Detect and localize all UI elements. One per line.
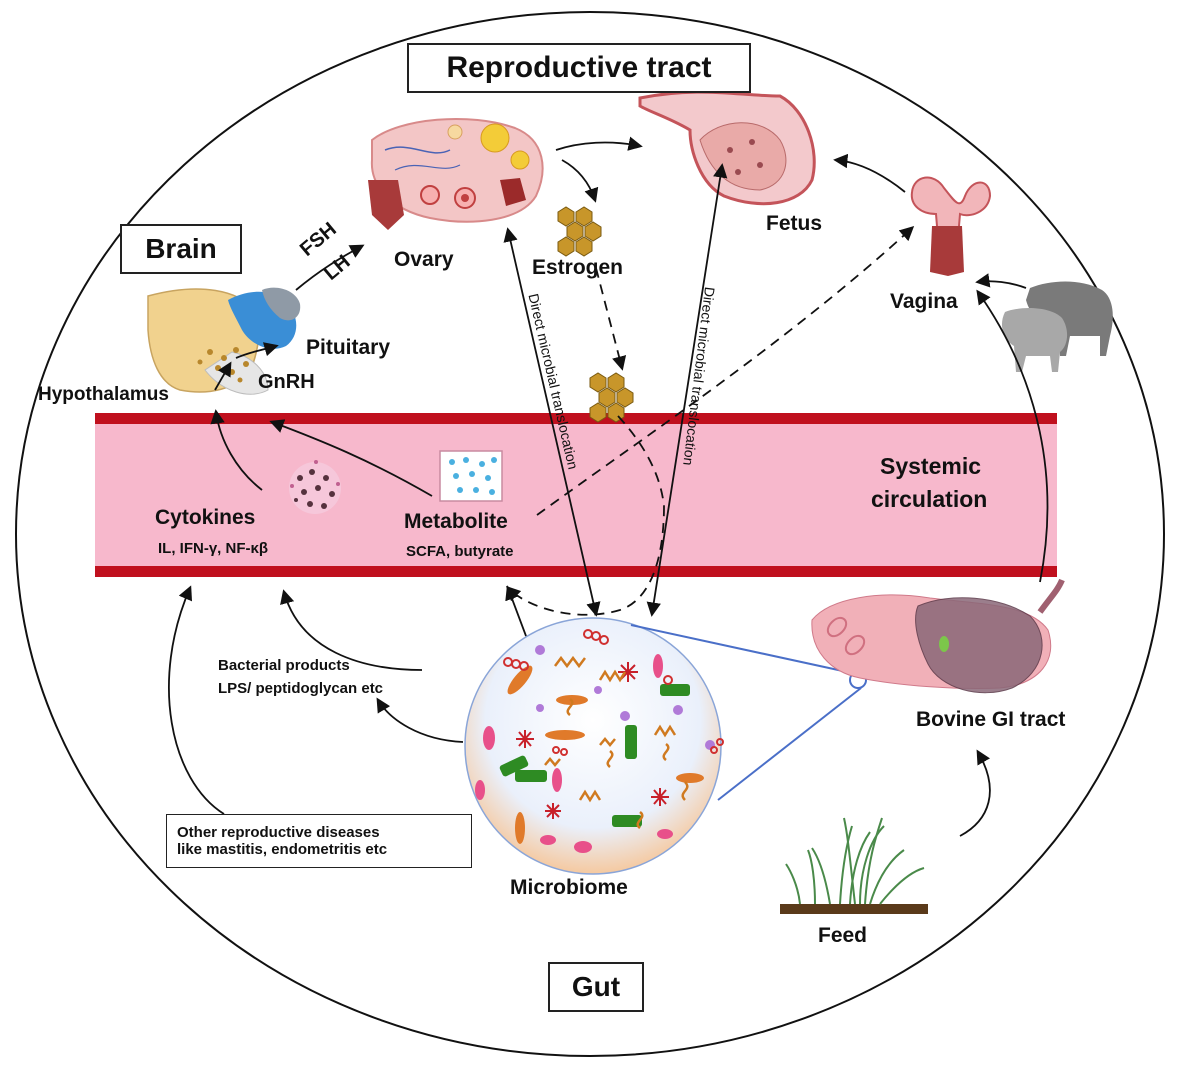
label-systemic-circulation-1: Systemic — [880, 453, 982, 479]
label-vagina: Vagina — [890, 290, 958, 313]
title-brain: Brain — [120, 224, 242, 274]
label-ovary: Ovary — [394, 248, 454, 271]
label-pituitary: Pituitary — [306, 336, 391, 359]
estrogen-hexagons-upper — [557, 206, 602, 257]
label-bacterial-products-1: Bacterial products — [218, 657, 350, 674]
label-other-diseases-2: like mastitis, endometritis etc — [177, 841, 388, 858]
ovary-illustration — [368, 117, 544, 230]
label-cytokines: Cytokines — [155, 506, 256, 529]
title-reproductive-tract: Reproductive tract — [407, 43, 751, 93]
label-microbiome: Microbiome — [510, 876, 628, 899]
label-other-diseases-1: Other reproductive diseases — [177, 824, 380, 841]
label-hypothalamus: Hypothalamus — [38, 384, 169, 405]
cows-illustration — [1001, 281, 1113, 372]
star-microbes — [516, 662, 669, 819]
label-cytokines-examples: IL, IFN-γ, NF-κβ — [158, 540, 269, 557]
label-estrogen: Estrogen — [532, 256, 624, 279]
cytokines-illustration — [289, 460, 341, 514]
label-metabolite-examples: SCFA, butyrate — [406, 543, 514, 560]
label-fetus: Fetus — [766, 212, 823, 235]
bovine-gi-tract-illustration — [811, 578, 1065, 694]
label-metabolite: Metabolite — [404, 510, 508, 533]
fetus-illustration — [638, 90, 816, 206]
label-feed: Feed — [818, 924, 868, 947]
vagina-illustration — [910, 176, 992, 276]
label-gnrh: GnRH — [258, 371, 315, 393]
arrows — [168, 136, 1049, 837]
metabolite-illustration — [439, 450, 503, 502]
label-bacterial-products-2: LPS/ peptidoglycan etc — [218, 680, 384, 697]
pituitary-illustration — [228, 287, 301, 349]
microbiome-illustration — [464, 617, 724, 875]
label-bovine-gi-tract: Bovine GI tract — [916, 708, 1066, 731]
label-systemic-circulation-2: circulation — [871, 486, 988, 512]
box-other-diseases: Other reproductive diseases like mastiti… — [166, 814, 472, 868]
outer-ellipse — [15, 11, 1165, 1057]
title-gut: Gut — [548, 962, 644, 1012]
feed-illustration — [780, 817, 928, 914]
